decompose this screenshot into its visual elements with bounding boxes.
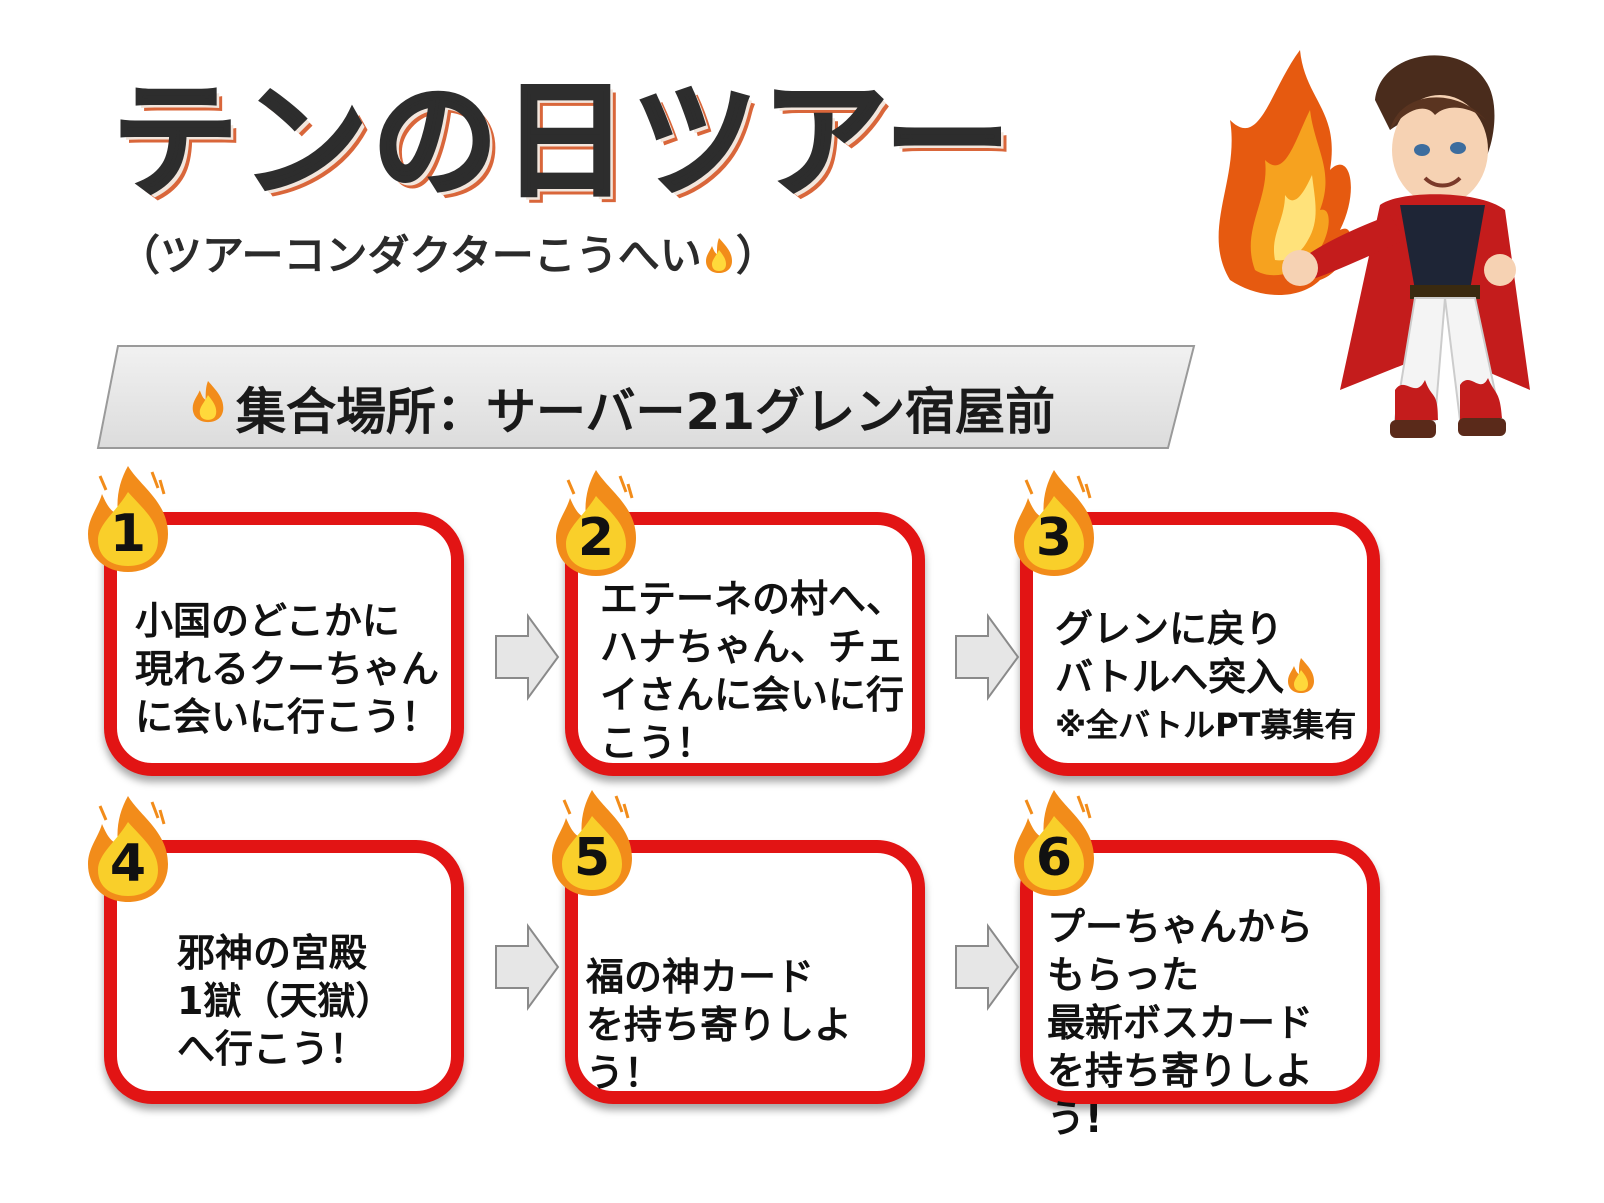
step-text: グレンに戻り バトルへ突入 [1055,605,1318,701]
step-badge-5: 5 [548,786,648,898]
step-number: 1 [109,504,147,564]
step-text-main: グレンに戻り バトルへ突入 [1055,607,1285,699]
step-number: 5 [573,828,611,888]
banner-background [96,345,1196,449]
fire-icon [1288,658,1315,693]
fire-icon [88,796,168,902]
fire-icon [1014,790,1094,896]
step-badge-4: 4 [84,792,184,904]
arrow-right-icon [955,922,1020,1012]
subtitle-text: （ツアーコンダクターこうへい [118,231,702,280]
step-note: ※全バトルPT募集有 [1055,706,1357,744]
subtitle: （ツアーコンダクターこうへい ） [118,222,778,283]
step-card-4: 邪神の宮殿 1獄（天獄） へ行こう！ [104,840,464,1104]
arrow-right-icon [495,922,560,1012]
step-text: エテーネの村へ、 ハナちゃん、チェ イさんに会いに行 こう！ [600,577,905,765]
step-text: 福の神カード を持ち寄りしよう！ [586,955,853,1095]
arrow-right-icon [495,612,560,702]
step-text: 邪神の宮殿 1獄（天獄） へ行こう！ [177,931,394,1071]
fire-icon [192,381,224,423]
character-illustration [1218,50,1530,438]
step-card-1: 小国のどこかに 現れるクーちゃん に会いに行こう！ [104,512,464,776]
page-title: テンの日ツアー [110,67,1015,217]
banner-text: 集合場所：サーバー21グレン宿屋前 [236,383,1056,441]
step-number: 3 [1035,508,1073,568]
fire-icon [88,466,168,572]
step-badge-3: 3 [1010,466,1110,578]
step-badge-6: 6 [1010,786,1110,898]
step-card-5: 福の神カード を持ち寄りしよう！ [565,840,925,1104]
step-number: 4 [109,834,147,894]
fire-icon [552,790,632,896]
step-number: 6 [1035,828,1073,888]
step-text: プーちゃんから もらった 最新ボスカード を持ち寄りしよう! [1047,905,1314,1141]
meeting-place-banner: 集合場所：サーバー21グレン宿屋前 [96,344,1196,460]
arrow-right-icon [955,612,1020,702]
fire-icon [556,470,636,576]
subtitle-close: ） [735,231,778,280]
step-badge-2: 2 [552,466,652,578]
fire-icon [1014,470,1094,576]
step-text: 小国のどこかに 現れるクーちゃん に会いに行こう！ [135,599,440,739]
step-badge-1: 1 [84,462,184,574]
fire-icon [705,238,732,273]
step-number: 2 [577,508,615,568]
